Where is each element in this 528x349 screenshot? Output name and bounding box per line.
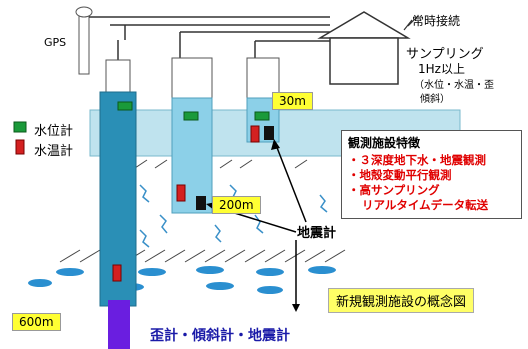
legend-water-level-swatch <box>13 121 27 133</box>
sampling-rate-label: 1Hz以上 <box>418 62 465 76</box>
water-temp-meter-200 <box>176 184 186 202</box>
water-temp-meter-30 <box>250 125 260 143</box>
water-temp-meter-600 <box>112 264 122 282</box>
gps-mast <box>78 11 90 75</box>
concept-title: 新規観測施設の概念図 <box>328 288 475 313</box>
water-temp-meters <box>112 125 260 282</box>
gps-antenna <box>75 6 93 18</box>
water-level-meter-30 <box>254 111 270 121</box>
sampling-label: サンプリング <box>406 47 484 62</box>
seismometer-30 <box>264 126 274 140</box>
depth-label-30m: 30m <box>272 92 313 110</box>
feature-item: ・地殻変動平行観測 <box>348 168 452 182</box>
gps-label: GPS <box>44 36 67 49</box>
seismometer-label: 地震計 <box>297 226 337 241</box>
feature-item: リアルタイムデータ転送 <box>362 198 489 212</box>
borehole-30-casing <box>246 57 280 99</box>
borehole-200-casing <box>171 57 213 99</box>
water-level-meters <box>117 101 270 121</box>
station-roof <box>317 11 411 39</box>
station-building <box>329 37 399 85</box>
sampling-params: （水位・水温・歪 傾斜） <box>414 79 494 107</box>
seismometer-200 <box>196 196 206 210</box>
depth-label-600m: 600m <box>12 313 61 331</box>
water-level-meter-600 <box>117 101 133 111</box>
depth-label-200m: 200m <box>212 196 261 214</box>
sampling-params-line1: （水位・水温・歪 <box>414 80 494 91</box>
legend-water-temp-swatch <box>15 139 25 155</box>
feature-item: ・高サンプリング <box>348 183 440 197</box>
features-box: 観測施設特徴 ・３深度地下水・地震観測 ・地殻変動平行観測 ・高サンプリング リ… <box>341 130 522 219</box>
features-title: 観測施設特徴 <box>348 136 421 150</box>
sampling-params-line2: 傾斜） <box>420 94 450 105</box>
continuous-connection-label: 常時接続 <box>412 14 461 28</box>
bottom-instruments-label: 歪計・傾斜計・地震計 <box>150 328 290 344</box>
seismometers <box>196 126 274 210</box>
water-lenses <box>28 266 336 294</box>
legend-water-temp: 水温計 <box>34 144 74 159</box>
connection-zigzag <box>403 15 419 31</box>
legend-water-level: 水位計 <box>34 124 74 139</box>
feature-item: ・３深度地下水・地震観測 <box>348 153 486 167</box>
bottom-instrument-pipe <box>108 300 130 349</box>
water-level-meter-200 <box>183 111 199 121</box>
